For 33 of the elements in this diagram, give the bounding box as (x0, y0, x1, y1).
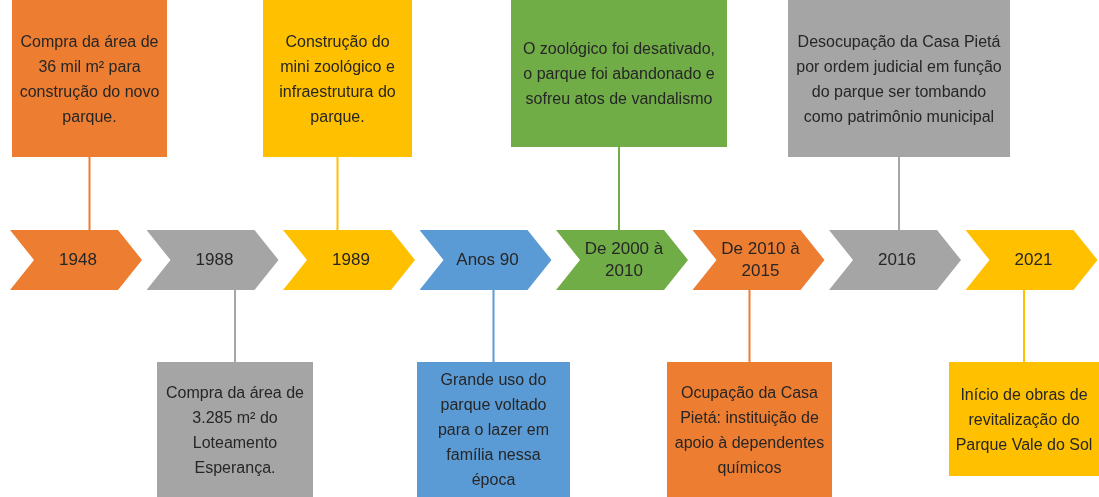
event-text: Ocupação da Casa Pietá: instituição de apoio à dependentes químicos (673, 382, 826, 478)
period-label: 1948 (58, 249, 98, 271)
period-label: 1988 (194, 249, 235, 271)
event-box (417, 362, 570, 497)
event-text: Construção do mini zoológico e infraestrutura do parque. (278, 31, 397, 127)
period-label: De 2000 à 2010 (583, 238, 665, 282)
event-text: Compra da área de 3.285 m² do Loteamento Esperança. (165, 382, 305, 478)
event-box (157, 362, 313, 497)
event-box (12, 0, 167, 157)
timeline-step (965, 230, 1098, 290)
event-text: Grande uso do parque voltado para o lazer em família nessa época (436, 370, 551, 490)
event-text: Desocupação da Casa Pietá por ordem judicial em função do parque ser tombando como patrimônio municipal (795, 31, 1003, 127)
event-box (788, 0, 1010, 157)
event-box (667, 362, 832, 497)
event-text: Início de obras de revitalização do Parque Vale do Sol (955, 384, 1093, 455)
connector-line (618, 146, 620, 231)
period-label: De 2010 à 2015 (720, 238, 801, 282)
connector-line (336, 156, 339, 231)
period-label: 2016 (877, 249, 917, 271)
connector-line (234, 289, 236, 363)
period-label: Anos 90 (455, 249, 520, 271)
event-box (511, 0, 727, 147)
event-box (949, 362, 1099, 476)
event-text: Compra da área de 36 mil m² para construção do novo parque. (18, 31, 161, 127)
period-label: 1989 (331, 249, 371, 271)
connector-line (748, 289, 751, 363)
event-text: O zoológico foi desativado, o parque foi abandonado e sofreu atos de vandalismo (521, 39, 717, 109)
connector-line (492, 289, 495, 363)
connector-line (898, 156, 900, 231)
period-label: 2021 (1013, 249, 1054, 271)
connector-line (1023, 289, 1025, 363)
event-box (263, 0, 412, 157)
connector-line (88, 156, 91, 231)
